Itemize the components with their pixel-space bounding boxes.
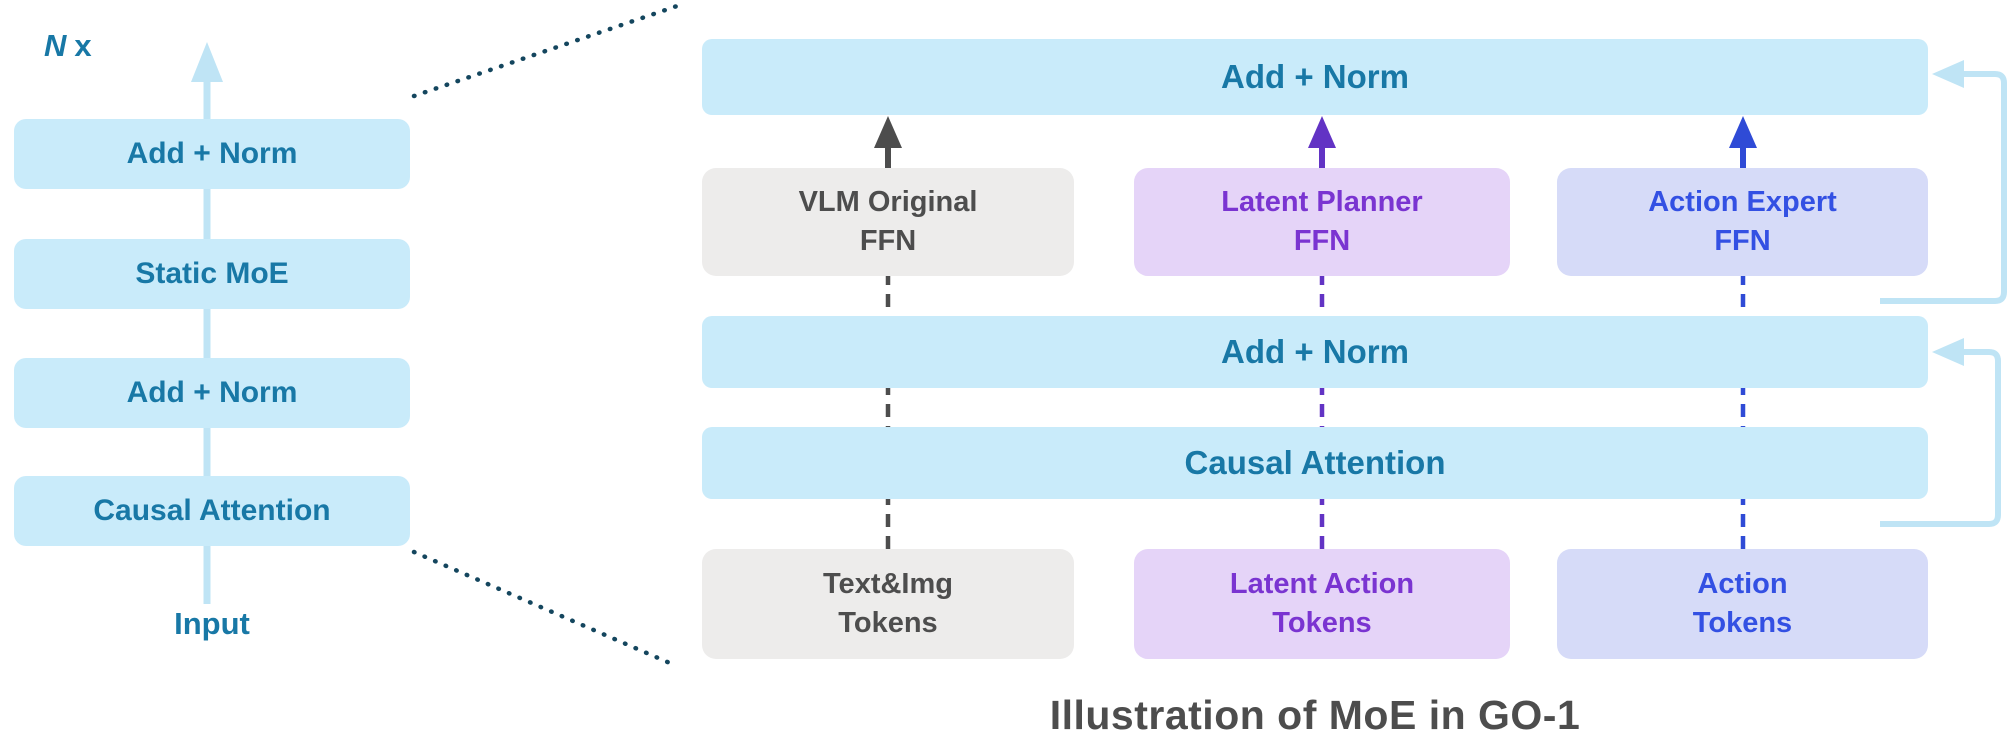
token-label-line1: Action <box>1697 567 1788 600</box>
bar-label: Causal Attention <box>1184 444 1446 481</box>
token-label-line2: Tokens <box>1692 607 1793 639</box>
token-label-line2: Tokens <box>1272 607 1372 639</box>
latent-planner-ffn-arrow <box>1308 116 1336 170</box>
ffn-label-line1: VLM Original <box>798 185 978 218</box>
ffn-label-line1: Action Expert <box>1648 185 1837 218</box>
block-label: Add + Norm <box>126 376 298 409</box>
left-add-norm-bottom-block: Add + Norm <box>14 358 410 428</box>
attention-residual-connection <box>1880 349 2001 527</box>
expansion-dotted-line-bottom <box>411 549 675 667</box>
vlm-ffn-arrow <box>874 116 902 170</box>
multiplier-x: x <box>74 28 92 63</box>
block-label: Causal Attention <box>93 494 331 527</box>
block-label: Add + Norm <box>126 137 298 170</box>
left-add-norm-top-block: Add + Norm <box>14 119 410 189</box>
token-label-line2: Tokens <box>838 607 938 639</box>
token-label-line1: Text&Img <box>823 567 953 600</box>
ffn-label-line1: Latent Planner <box>1221 185 1423 218</box>
ffn-label-line2: FFN <box>1293 225 1351 257</box>
block-label: Static MoE <box>135 257 289 290</box>
ffn-label-line2: FFN <box>859 225 917 257</box>
token-label-line1: Latent Action <box>1229 567 1415 600</box>
ffn-label-line2: FFN <box>1714 225 1771 257</box>
causal-attention-bar: Causal Attention <box>702 427 1928 499</box>
left-causal-attention-block: Causal Attention <box>14 476 410 546</box>
expansion-dotted-line-top <box>411 2 683 99</box>
multiplier-n: N <box>44 28 67 63</box>
bar-label: Add + Norm <box>1221 333 1409 370</box>
diagram-caption: Illustration of MoE in GO-1 <box>1049 692 1581 738</box>
latent-planner-ffn-block: Latent Planner FFN <box>1134 168 1510 276</box>
ffn-residual-arrowhead <box>1932 60 1964 88</box>
mid-add-norm-bar: Add + Norm <box>702 316 1928 388</box>
action-expert-ffn-arrow <box>1729 116 1757 170</box>
attention-residual-arrowhead <box>1932 338 1964 366</box>
bar-label: Add + Norm <box>1221 58 1409 95</box>
action-tokens-block: Action Tokens <box>1557 549 1928 659</box>
input-label: Input <box>174 606 250 641</box>
action-expert-ffn-block: Action Expert FFN <box>1557 168 1928 276</box>
vlm-original-ffn-block: VLM Original FFN <box>702 168 1074 276</box>
left-static-moe-block: Static MoE <box>14 239 410 309</box>
top-add-norm-bar: Add + Norm <box>702 39 1928 115</box>
latent-action-tokens-block: Latent Action Tokens <box>1134 549 1510 659</box>
ffn-residual-connection <box>1880 71 2007 304</box>
text-img-tokens-block: Text&Img Tokens <box>702 549 1074 659</box>
